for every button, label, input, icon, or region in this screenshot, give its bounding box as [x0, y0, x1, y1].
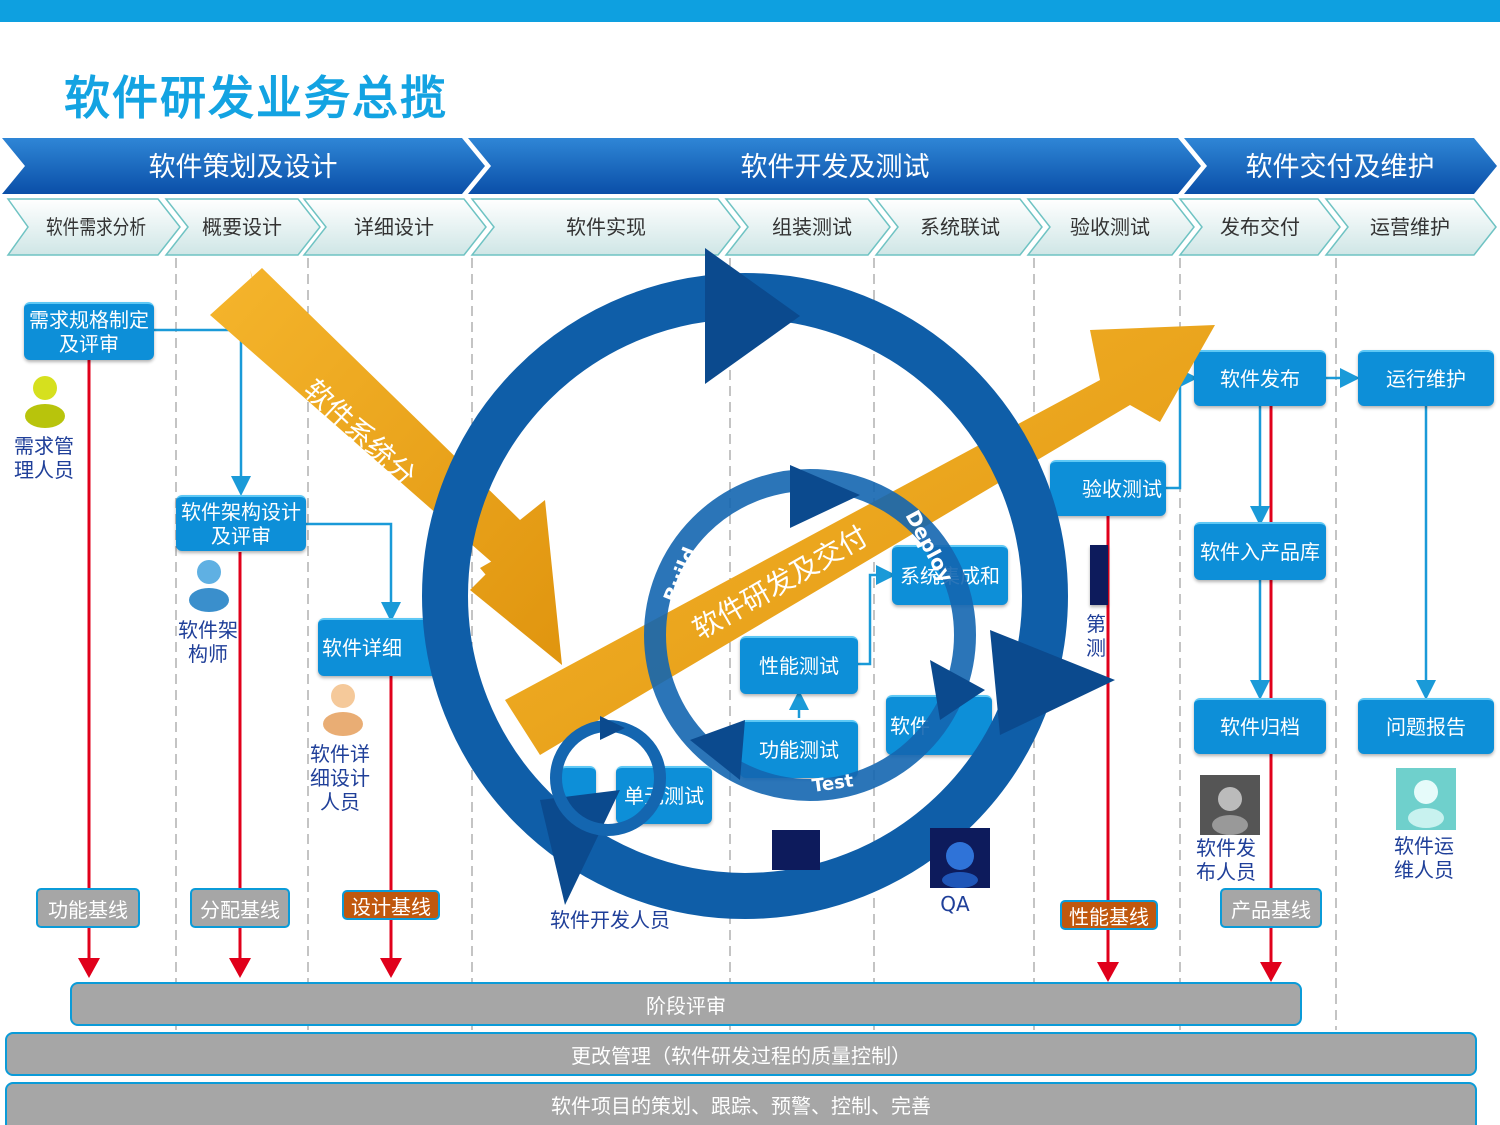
arrowhead	[1260, 962, 1282, 982]
step-label: 软件实现	[566, 215, 646, 239]
developer-label: 软件开发人员	[550, 908, 670, 932]
step-label: 验收测试	[1070, 215, 1150, 239]
perf-test-box: 性能测试	[740, 636, 858, 694]
analysis-arrow	[250, 270, 562, 665]
step-label: 组装测试	[772, 215, 852, 239]
inner-cycle-arrowhead	[790, 465, 860, 528]
delivery-arrow	[505, 325, 1215, 755]
arrowhead	[1097, 962, 1119, 982]
arch-design-box: 软件架构设计及评审	[176, 495, 306, 551]
dark-avatar	[772, 830, 820, 870]
step-label: 运营维护	[1370, 215, 1450, 239]
issue-report-box: 问题报告	[1358, 698, 1494, 754]
ops-person-label: 软件运维人员	[1394, 834, 1454, 882]
alloc-baseline: 分配基线	[190, 888, 290, 928]
archive-box: 软件归档	[1194, 698, 1326, 754]
third-party-test-box	[1090, 545, 1108, 605]
small-cycle-arrowhead	[600, 716, 625, 740]
step-chevron-9	[1324, 198, 1497, 256]
arrowhead	[380, 958, 402, 978]
connector	[858, 565, 896, 666]
change-management-bar: 更改管理（软件研发过程的质量控制）	[5, 1032, 1477, 1076]
step-label: 系统联试	[920, 215, 1000, 239]
step-chevron-6	[874, 198, 1043, 256]
step-chevron-3	[302, 198, 487, 256]
arrowhead	[78, 958, 100, 978]
step-chevron-2	[164, 198, 321, 256]
phase-label: 软件策划及设计	[149, 152, 338, 183]
outer-cycle-arrowhead	[705, 248, 800, 384]
step-chevron-7	[1026, 198, 1195, 256]
step-label: 概要设计	[202, 215, 282, 239]
step-chevron-8	[1178, 198, 1341, 256]
req-manager-avatar	[25, 376, 65, 428]
into-lib-box: 软件入产品库	[1194, 522, 1326, 580]
qa-avatar	[930, 828, 990, 888]
connector	[306, 522, 401, 622]
req-manager-label: 需求管理人员	[14, 434, 74, 482]
inner-cycle-arrowhead	[930, 660, 985, 720]
step-label: 详细设计	[354, 215, 434, 239]
third-test-label: 第测	[1086, 612, 1106, 660]
phase-chevron-dev	[468, 138, 1201, 194]
func-baseline: 功能基线	[36, 888, 140, 928]
phase-chevron-planning	[2, 138, 485, 194]
outer-cycle-arrowhead	[990, 630, 1115, 735]
step-chevron-5	[724, 198, 891, 256]
releaser-label: 软件发布人员	[1196, 836, 1256, 884]
page-title: 软件研发业务总揽	[64, 71, 448, 125]
step-label: 软件需求分析	[46, 215, 146, 239]
releaser-avatar	[1200, 775, 1260, 835]
analysis-arrow-body	[210, 268, 562, 665]
top-accent-bar	[0, 0, 1500, 22]
inner-cycle-arrowhead	[690, 720, 745, 780]
project-planning-bar: 软件项目的策划、跟踪、预警、控制、完善	[5, 1082, 1477, 1125]
stage-review-bar: 阶段评审	[70, 982, 1302, 1026]
step-chevron-4	[470, 198, 741, 256]
qa-label: QA	[940, 892, 970, 916]
req-spec-box: 需求规格制定及评审	[24, 302, 154, 360]
architect-label: 软件架构师	[178, 618, 238, 666]
arrowhead	[229, 958, 251, 978]
delivery-arrow-label: 软件研发及交付	[687, 519, 873, 646]
step-chevron-1	[6, 198, 181, 256]
ops-box: 运行维护	[1358, 350, 1494, 406]
accept-test-box: 验收测试	[1050, 460, 1166, 516]
product-baseline: 产品基线	[1220, 888, 1322, 928]
step-label: 发布交付	[1220, 215, 1300, 239]
phase-chevron-delivery	[1184, 138, 1497, 194]
phase-label: 软件开发及测试	[741, 152, 930, 183]
architect-avatar	[189, 560, 229, 612]
perf-baseline: 性能基线	[1060, 900, 1158, 930]
func-test-box: 功能测试	[740, 720, 858, 778]
detail-designer-avatar	[323, 684, 363, 736]
detail-designer-label: 软件详细设计人员	[310, 742, 370, 814]
release-box: 软件发布	[1194, 350, 1326, 406]
ops-avatar	[1396, 768, 1456, 830]
outer-cycle-arrowhead	[540, 790, 620, 905]
design-baseline: 设计基线	[342, 890, 440, 920]
phase-label: 软件交付及维护	[1246, 152, 1435, 183]
